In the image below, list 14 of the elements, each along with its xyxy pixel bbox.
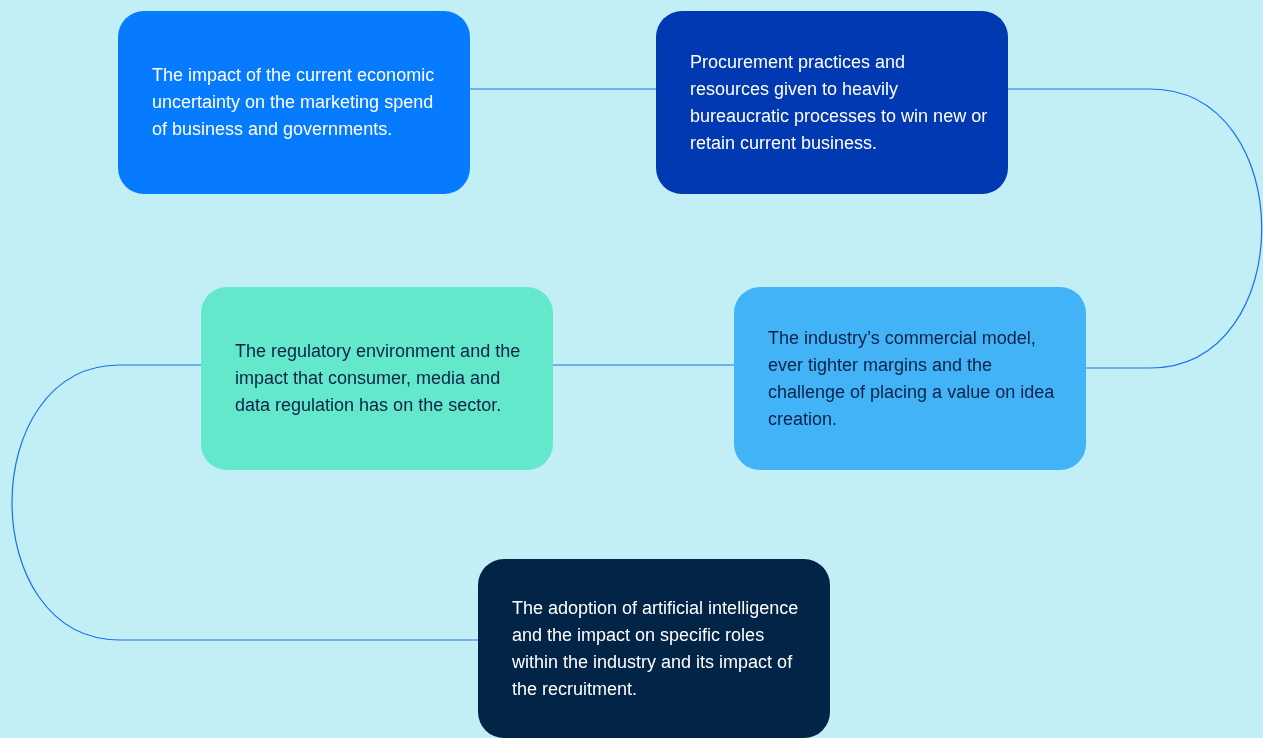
box-text: The industry’s commercial model, ever tighter margins and the challenge of placing a value on idea creation. <box>768 326 1056 431</box>
process-box <box>478 559 830 738</box>
connector-line <box>11 364 479 641</box>
connector-line <box>469 88 657 90</box>
process-box <box>734 287 1086 470</box>
box-text: The regulatory environment and the impact that consumer, media and data regulation has on the sector. <box>235 340 522 417</box>
process-box <box>656 11 1008 194</box>
connector-line <box>552 364 735 366</box>
box-text: Procurement practices and resources given to heavily bureaucratic processes to win new or retain current business. <box>690 50 988 155</box>
process-box <box>118 11 470 194</box>
process-box <box>201 287 553 470</box>
connector-line <box>1007 88 1263 369</box>
box-text: The adoption of artificial intelligence and the impact on specific roles within the industry and its impact of the recruitment. <box>512 596 800 701</box>
box-text: The impact of the current economic uncertainty on the marketing spend of business and governments. <box>152 64 436 141</box>
